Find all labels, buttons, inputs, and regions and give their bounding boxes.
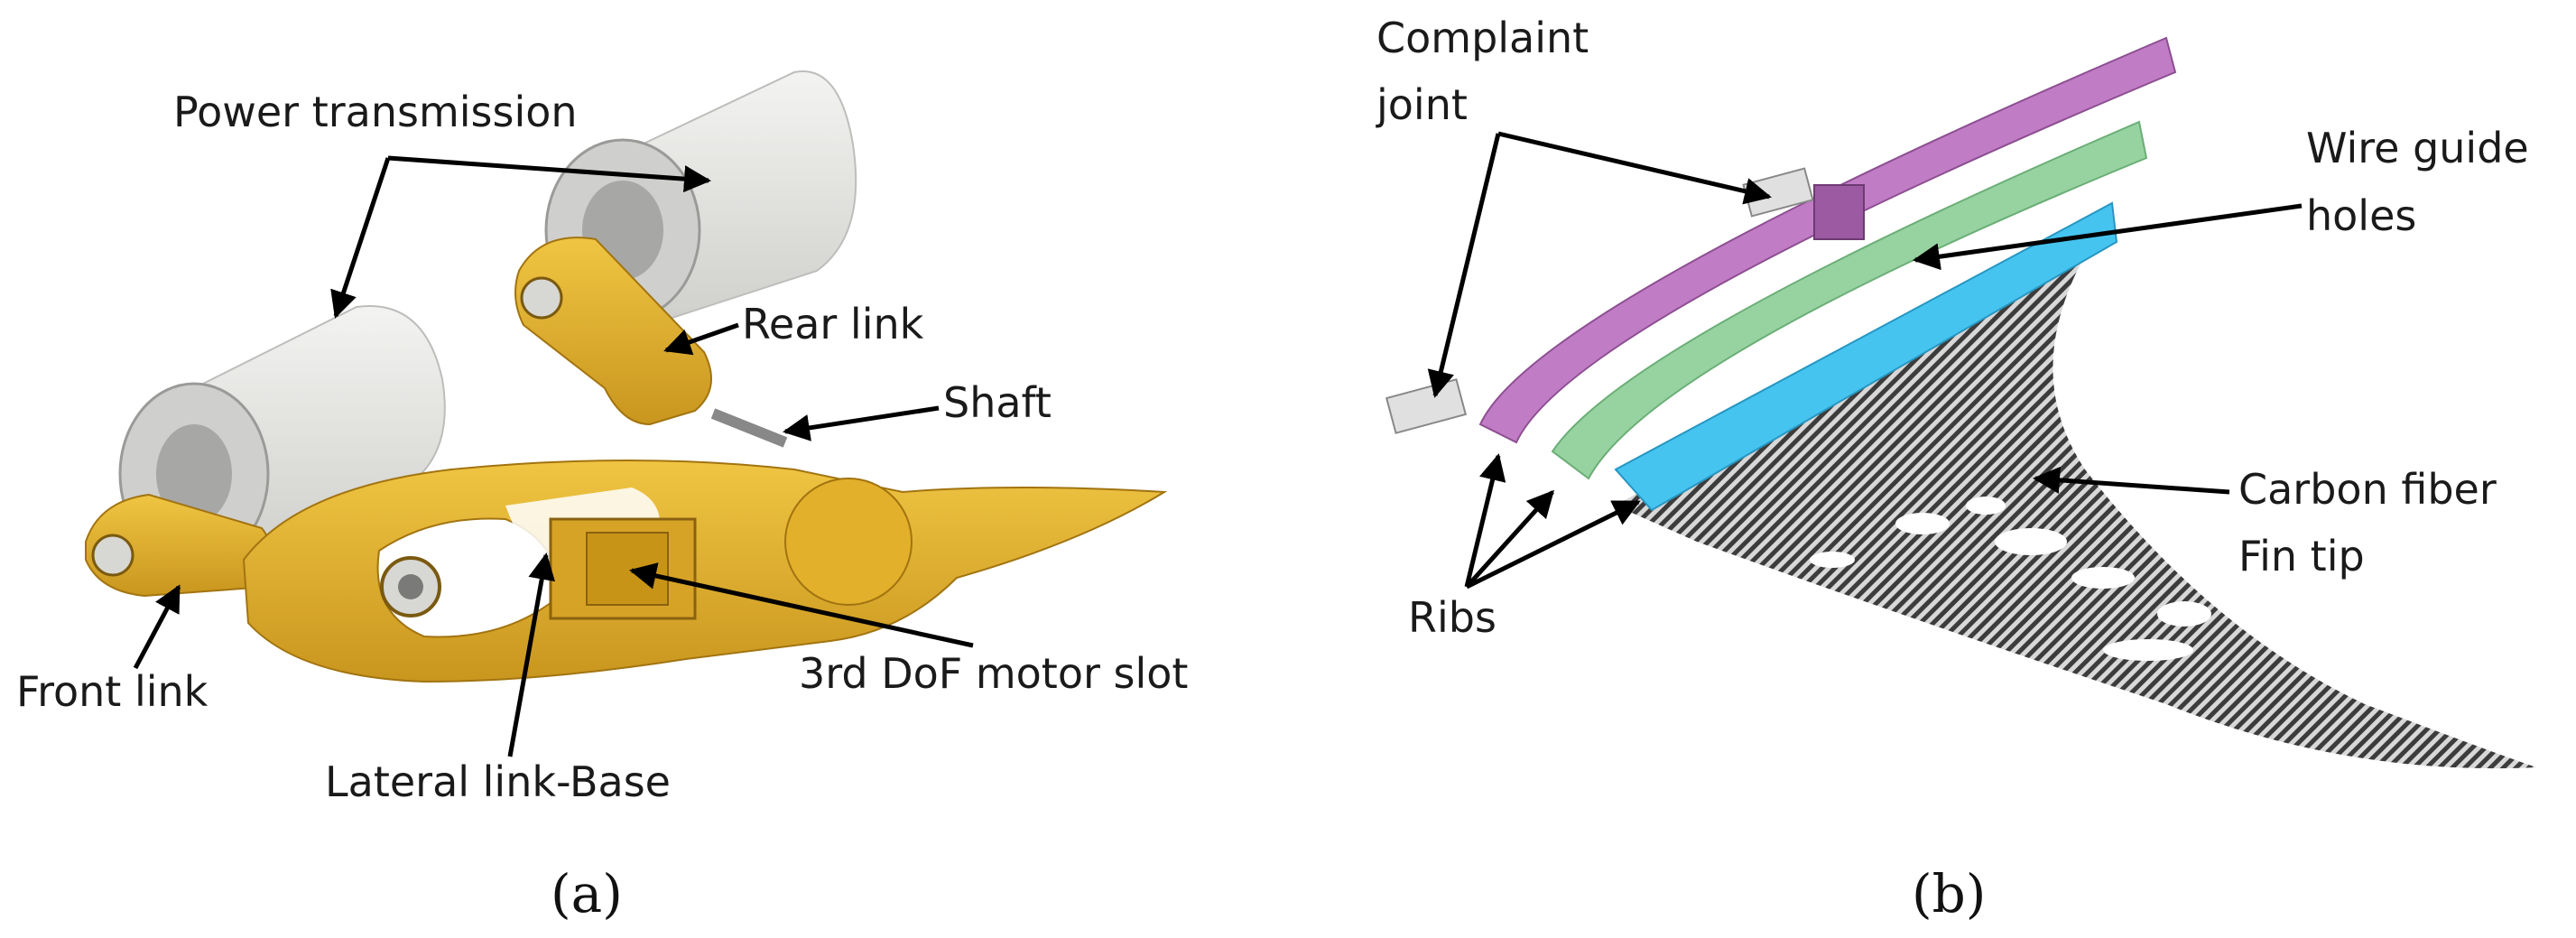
- panel-b: Complaint joint Wire guide holes Carbon …: [1376, 14, 2536, 924]
- label-rear-link: Rear link: [742, 300, 924, 348]
- label-ribs: Ribs: [1408, 593, 1496, 642]
- compliant-joint-tab-1: [1385, 378, 1468, 434]
- panel-a-illustration: [85, 70, 1168, 683]
- label-complaint: Complaint: [1376, 14, 1589, 62]
- label-carbon-fiber: Carbon fiber: [2238, 465, 2497, 514]
- label-holes: holes: [2306, 191, 2416, 240]
- panel-b-illustration: [1385, 36, 2536, 769]
- arrow-carbon-fiber: [2033, 466, 2230, 495]
- label-lateral-link-base: Lateral link-Base: [325, 757, 671, 806]
- arrow-front-link: [133, 584, 181, 670]
- shaft-rod: [710, 408, 788, 448]
- panel-b-arrows: [1427, 131, 2303, 590]
- caption-b: (b): [1912, 863, 1986, 924]
- arrow-wire-guide: [1913, 203, 2303, 271]
- arrow-ribs-3: [1465, 499, 1641, 590]
- rib-purple: [1478, 36, 2177, 444]
- arrow-power-1: [330, 157, 391, 319]
- label-joint: joint: [1376, 80, 1468, 129]
- label-motor-slot: 3rd DoF motor slot: [799, 649, 1188, 698]
- rib-blue: [1614, 201, 2118, 512]
- fin-cutouts: [1810, 497, 2211, 661]
- arrow-joint-2: [1497, 131, 1772, 205]
- label-fin-tip: Fin tip: [2238, 532, 2365, 580]
- arrow-motor-slot: [629, 562, 974, 648]
- panel-a-arrows: [133, 155, 974, 757]
- label-power-transmission: Power transmission: [173, 88, 578, 136]
- caption-a: (a): [551, 863, 623, 924]
- arrow-shaft: [783, 405, 940, 441]
- rear-link: [514, 237, 712, 426]
- rib-green: [1551, 120, 2148, 480]
- arrow-rear-link: [663, 322, 739, 356]
- arrow-ribs-1: [1464, 453, 1506, 588]
- arrow-joint-1: [1427, 133, 1501, 398]
- carbon-fiber-fin-tip: [1616, 226, 2536, 769]
- arrow-ribs-2: [1465, 489, 1555, 589]
- compliant-joint-block: [1813, 184, 1865, 240]
- label-shaft: Shaft: [943, 378, 1052, 427]
- panel-a: Power transmission Rear link Shaft Front…: [16, 70, 1188, 924]
- arrow-lateral-link-base: [507, 553, 555, 757]
- label-wire-guide: Wire guide: [2306, 124, 2529, 172]
- arrow-power-2: [387, 155, 711, 193]
- lateral-link-base-body: [242, 460, 1168, 683]
- label-front-link: Front link: [16, 667, 208, 716]
